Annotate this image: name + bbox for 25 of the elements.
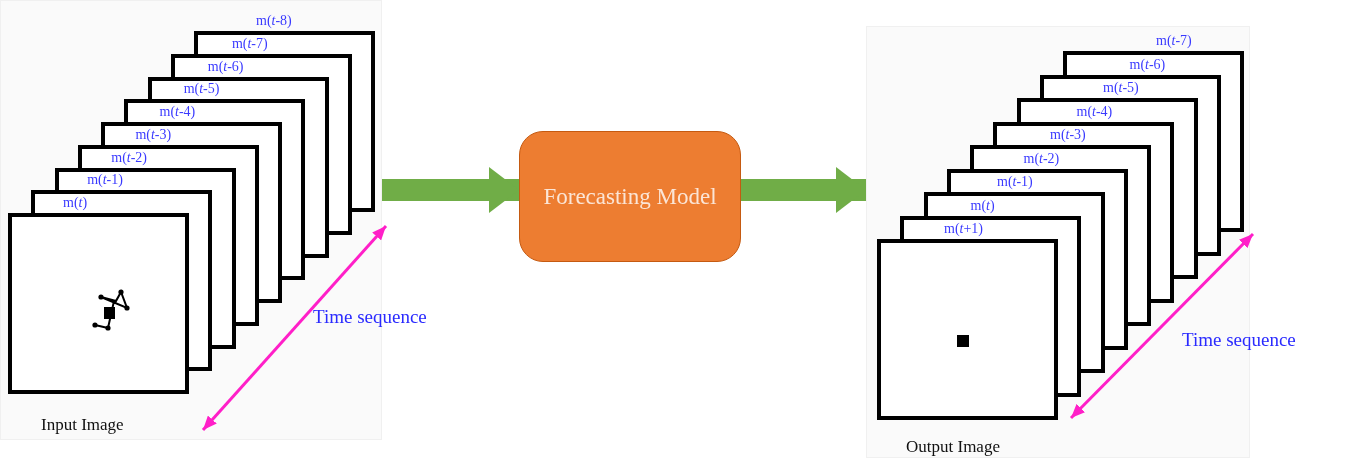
frame-label: m(t-5) — [183, 81, 220, 98]
frame-label: m(t-4) — [159, 104, 196, 120]
frame-label: m(t-3) — [135, 126, 172, 143]
frame-label: m(t) — [63, 195, 88, 211]
frame-label: m(t-1) — [87, 172, 123, 189]
frame-label: m(t+1) — [944, 221, 983, 237]
frame-label: m(t-7) — [231, 35, 268, 52]
frame-label: m(t-4) — [1076, 103, 1113, 120]
frame-label: m(t-3) — [1050, 127, 1086, 143]
frame-label: m(t-2) — [111, 149, 148, 166]
stack-title: Input Image — [41, 415, 124, 435]
frame-label: m(t-6) — [207, 58, 244, 75]
frame-label: m(t-7) — [1156, 33, 1192, 49]
frame-label: m(t-2) — [1023, 150, 1060, 167]
frame-label: m(t-6) — [1129, 56, 1166, 73]
stack-title: Output Image — [906, 437, 1000, 457]
frame-label: m(t-8) — [256, 13, 292, 29]
block-arrow — [741, 167, 866, 213]
process-box: Forecasting Model — [519, 131, 741, 262]
axis-label: Time sequence — [1182, 329, 1296, 351]
frame-label: m(t-5) — [1103, 80, 1139, 96]
axis-label: Time sequence — [313, 306, 427, 328]
frame-label: m(t-1) — [997, 174, 1033, 190]
block-arrow — [382, 167, 519, 213]
frame-label: m(t) — [970, 197, 995, 214]
